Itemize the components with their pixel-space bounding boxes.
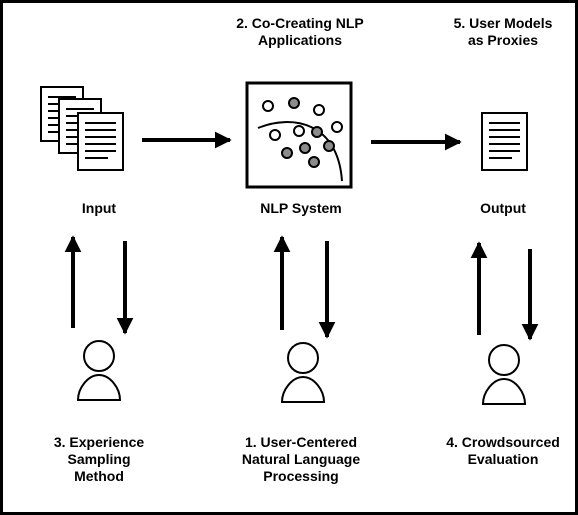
stage-1-line2: Natural Language (241, 451, 361, 467)
stage-3-line2: Sampling (67, 451, 131, 467)
input-label: Input (4, 200, 194, 217)
stage-5-line2: as Proxies (467, 32, 539, 48)
stage-5-label: 5. User Models as Proxies (408, 15, 578, 49)
stage-2-line1: 2. Co-Creating NLP (236, 15, 364, 31)
output-label-text: Output (480, 200, 526, 216)
stage-1-line1: 1. User-Centered (244, 434, 358, 450)
stage-1-line3: Processing (263, 468, 339, 484)
stage-2-label: 2. Co-Creating NLP Applications (205, 15, 395, 49)
stage-3-line3: Method (74, 468, 124, 484)
person-icon (481, 344, 527, 405)
stage-4-line1: 4. Crowdsourced (446, 434, 560, 450)
input-label-text: Input (81, 200, 117, 216)
nlp-system-icon (245, 81, 353, 189)
documents-icon (40, 86, 124, 171)
stage-4-line2: Evaluation (467, 451, 539, 467)
stage-5-line1: 5. User Models (453, 15, 553, 31)
nlp-system-label: NLP System (206, 200, 396, 217)
stage-3-label: 3. Experience Sampling Method (4, 434, 194, 485)
output-document-icon (481, 112, 528, 171)
stage-4-label: 4. Crowdsourced Evaluation (408, 434, 578, 468)
stage-2-line2: Applications (257, 32, 342, 48)
stage-1-label: 1. User-Centered Natural Language Proces… (206, 434, 396, 485)
person-icon (76, 340, 122, 401)
output-label: Output (408, 200, 578, 217)
stage-3-line1: 3. Experience (53, 434, 145, 450)
person-icon (280, 342, 326, 403)
nlp-system-label-text: NLP System (260, 200, 342, 216)
